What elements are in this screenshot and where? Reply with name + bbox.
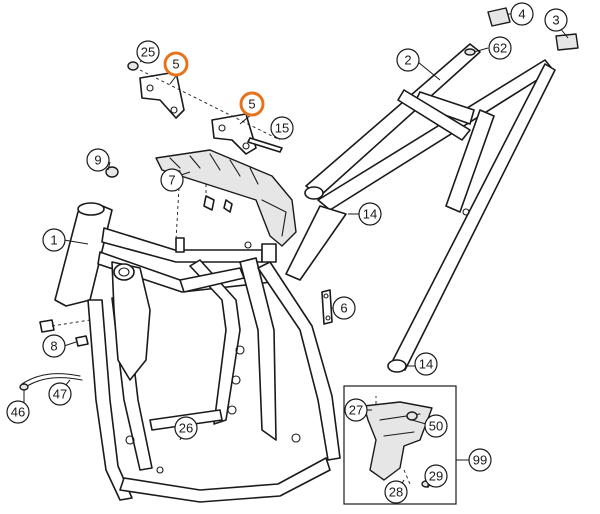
callout-25: 25 bbox=[136, 40, 160, 64]
callout-4: 4 bbox=[510, 2, 534, 26]
callout-2: 2 bbox=[396, 48, 420, 72]
callout-1: 1 bbox=[42, 228, 66, 252]
svg-text:7: 7 bbox=[168, 173, 175, 188]
callout-5-upper: 5 bbox=[163, 51, 189, 77]
svg-text:8: 8 bbox=[50, 339, 57, 354]
rear-subframe bbox=[285, 43, 556, 373]
callouts: 1 2 3 4 5 5 6 7 8 9 14 14 15 25 26 27 28… bbox=[6, 2, 568, 504]
callout-8: 8 bbox=[42, 334, 66, 358]
callout-3: 3 bbox=[544, 8, 568, 32]
svg-text:28: 28 bbox=[389, 485, 403, 500]
end-cap-parts bbox=[464, 7, 579, 56]
svg-text:9: 9 bbox=[94, 153, 101, 168]
main-frame bbox=[54, 202, 341, 503]
callout-46: 46 bbox=[6, 400, 30, 424]
callout-27: 27 bbox=[344, 398, 368, 422]
svg-text:4: 4 bbox=[518, 7, 525, 22]
group-99-parts bbox=[363, 396, 433, 488]
callout-26: 26 bbox=[174, 416, 198, 440]
svg-text:25: 25 bbox=[141, 45, 155, 60]
callout-50: 50 bbox=[424, 414, 448, 438]
svg-text:15: 15 bbox=[275, 121, 289, 136]
callout-5-lower: 5 bbox=[239, 91, 265, 117]
callout-6: 6 bbox=[332, 296, 356, 320]
svg-text:14: 14 bbox=[419, 357, 433, 372]
callout-7: 7 bbox=[160, 168, 184, 192]
svg-text:6: 6 bbox=[340, 301, 347, 316]
svg-text:27: 27 bbox=[349, 403, 363, 418]
callout-9: 9 bbox=[86, 148, 110, 172]
svg-text:1: 1 bbox=[50, 233, 57, 248]
callout-28: 28 bbox=[384, 480, 408, 504]
callout-99: 99 bbox=[468, 448, 492, 472]
svg-text:5: 5 bbox=[172, 57, 179, 72]
callout-47: 47 bbox=[48, 382, 72, 406]
svg-text:5: 5 bbox=[248, 97, 255, 112]
engine-mount-brackets bbox=[127, 61, 283, 155]
svg-text:99: 99 bbox=[473, 453, 487, 468]
callout-29: 29 bbox=[424, 464, 448, 488]
svg-text:2: 2 bbox=[404, 53, 411, 68]
callout-15: 15 bbox=[270, 116, 294, 140]
svg-text:62: 62 bbox=[493, 41, 507, 56]
callout-14-upper: 14 bbox=[358, 202, 382, 226]
callout-14-lower: 14 bbox=[414, 352, 438, 376]
svg-text:26: 26 bbox=[179, 421, 193, 436]
callout-62: 62 bbox=[488, 36, 512, 60]
group-box-99 bbox=[343, 385, 457, 505]
svg-text:47: 47 bbox=[53, 387, 67, 402]
svg-text:3: 3 bbox=[552, 13, 559, 28]
svg-text:14: 14 bbox=[363, 207, 377, 222]
small-hardware bbox=[19, 166, 119, 391]
svg-text:50: 50 bbox=[429, 419, 443, 434]
footpeg-bracket bbox=[155, 149, 297, 247]
svg-text:46: 46 bbox=[11, 405, 25, 420]
svg-text:29: 29 bbox=[429, 469, 443, 484]
strap-part bbox=[321, 289, 333, 325]
